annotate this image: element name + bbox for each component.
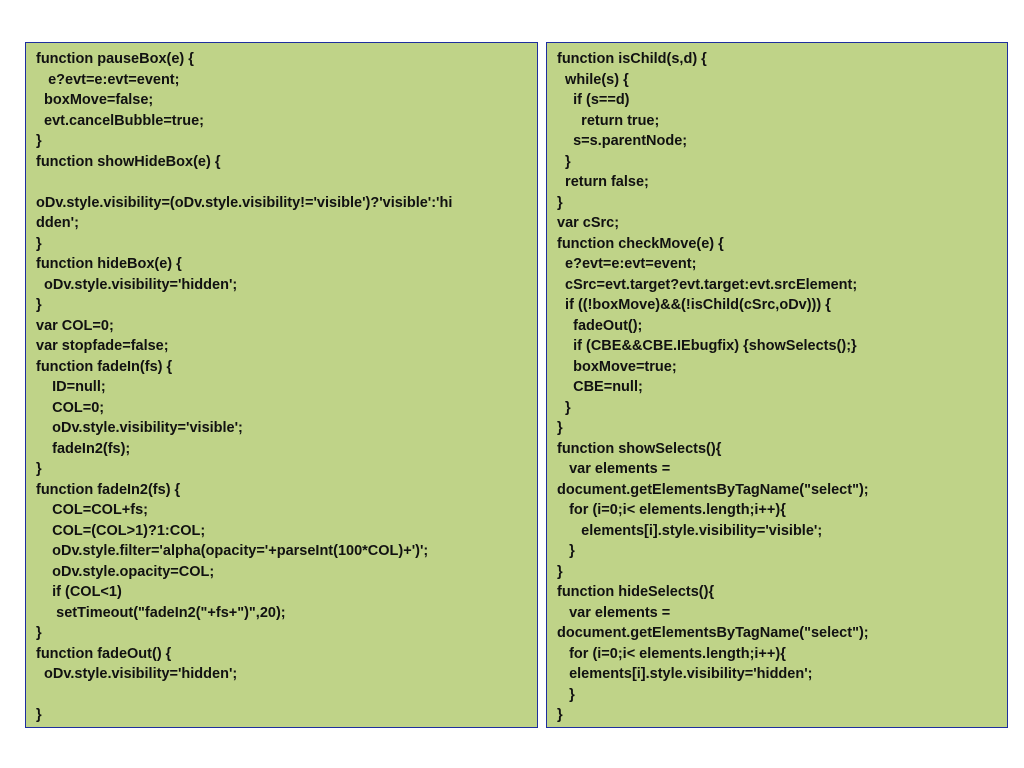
- code-line: oDv.style.visibility='visible';: [36, 420, 243, 436]
- code-line: var COL=0;: [36, 317, 114, 334]
- code-line: dden';: [36, 215, 79, 231]
- code-line: var elements =: [557, 461, 671, 477]
- code-line: COL=(COL>1)?1:COL;: [36, 522, 206, 539]
- code-line: }: [557, 686, 575, 703]
- code-line: function hideBox(e) {: [36, 256, 182, 272]
- code-line: boxMove=true;: [557, 358, 677, 375]
- code-line: COL=0;: [36, 399, 105, 416]
- code-line: function fadeIn2(fs) {: [36, 481, 181, 498]
- code-line: return false;: [557, 174, 649, 190]
- code-line: }: [36, 133, 42, 149]
- code-line: CBE=null;: [557, 379, 643, 395]
- code-line: for (i=0;i< elements.length;i++){: [557, 645, 786, 662]
- code-line: if (s==d): [557, 92, 630, 108]
- code-line: }: [557, 707, 563, 723]
- code-line: }: [36, 461, 42, 477]
- code-line: function pauseBox(e) {: [36, 51, 194, 67]
- code-line: }: [36, 235, 42, 252]
- code-line: oDv.style.visibility=(oDv.style.visibili…: [36, 194, 453, 211]
- code-line: oDv.style.visibility='hidden';: [36, 666, 238, 682]
- code-line: while(s) {: [557, 71, 629, 88]
- code-line: function isChild(s,d) {: [557, 51, 707, 67]
- code-line: function fadeOut() {: [36, 645, 172, 662]
- code-line: }: [36, 625, 42, 641]
- code-line: fadeIn2(fs);: [36, 440, 131, 457]
- code-line: COL=COL+fs;: [36, 502, 148, 518]
- code-line: fadeOut();: [557, 317, 643, 334]
- code-line: for (i=0;i< elements.length;i++){: [557, 502, 786, 518]
- code-line: if ((!boxMove)&&(!isChild(cSrc,oDv))) {: [557, 297, 831, 313]
- code-line: var stopfade=false;: [36, 338, 169, 354]
- code-line: oDv.style.visibility='hidden';: [36, 276, 238, 293]
- code-line: }: [557, 153, 571, 170]
- code-line: cSrc=evt.target?evt.target:evt.srcElemen…: [557, 276, 858, 293]
- code-line: function fadeIn(fs) {: [36, 358, 173, 375]
- code-line: }: [36, 707, 42, 723]
- code-line: var cSrc;: [557, 215, 620, 231]
- code-line: var elements =: [557, 604, 671, 621]
- code-line: [36, 172, 537, 193]
- code-line: }: [557, 194, 563, 211]
- code-line: elements[i].style.visibility='hidden';: [557, 666, 813, 682]
- code-panel-left: function pauseBox(e) { e?evt=e:evt=event…: [25, 42, 538, 728]
- code-line: ID=null;: [36, 379, 106, 395]
- code-line: return true;: [557, 112, 660, 129]
- code-line: evt.cancelBubble=true;: [36, 112, 205, 129]
- code-line: }: [557, 543, 575, 559]
- code-line: function checkMove(e) {: [557, 235, 724, 252]
- code-line: function showHideBox(e) {: [36, 153, 221, 170]
- code-panel-right: function isChild(s,d) { while(s) { if (s…: [546, 42, 1008, 728]
- code-line: if (COL<1): [36, 584, 122, 600]
- code-line: e?evt=e:evt=event;: [36, 71, 180, 88]
- code-line: oDv.style.filter='alpha(opacity='+parseI…: [36, 543, 429, 559]
- code-line: setTimeout("fadeIn2("+fs+")",20);: [36, 604, 286, 621]
- code-line: }: [557, 420, 563, 436]
- code-line: }: [557, 563, 563, 580]
- code-line: oDv.style.opacity=COL;: [36, 563, 215, 580]
- code-line: document.getElementsByTagName("select");: [557, 625, 869, 641]
- code-line: boxMove=false;: [36, 92, 154, 108]
- code-line: }: [557, 399, 571, 416]
- code-line: function showSelects(){: [557, 440, 722, 457]
- code-line: [36, 685, 537, 706]
- code-line: s=s.parentNode;: [557, 133, 688, 149]
- code-line: }: [36, 297, 42, 313]
- code-line: elements[i].style.visibility='visible';: [557, 522, 823, 539]
- code-line: if (CBE&&CBE.IEbugfix) {showSelects();}: [557, 338, 857, 354]
- code-line: e?evt=e:evt=event;: [557, 256, 697, 272]
- code-line: function hideSelects(){: [557, 584, 715, 600]
- code-line: document.getElementsByTagName("select");: [557, 481, 869, 498]
